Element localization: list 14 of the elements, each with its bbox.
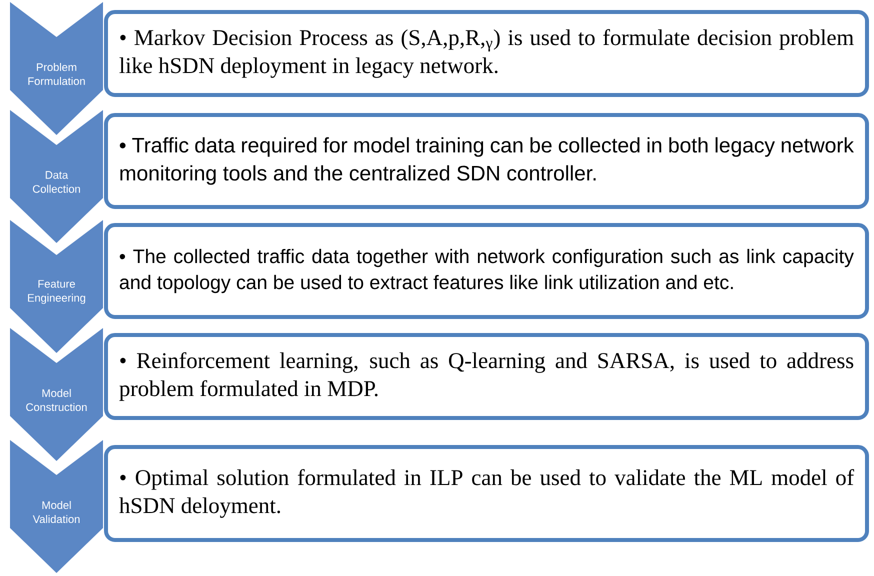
process-step: Feature Engineering [10,220,103,353]
node-label: Feature Engineering [28,280,86,304]
node-label: Problem Formulation [28,62,85,86]
process-step: Data Collection [10,110,103,243]
text-box: • Markov Decision Process as (S,A,p,R,$_{γ}$) is used to formulate decision problem like hSDN deployment in legacy network. [104,10,870,97]
process-step: Problem Formulation [10,2,103,135]
node-label: Model Construction [26,388,87,412]
text-box: • The collected traffic data together with network configuration such as link capacity and topology can be used to extract features like link utilization and etc. [104,223,870,319]
text-box: • Reinforcement learning, such as Q-learning and SARSA, is used to address problem formulated in MDP. [104,333,870,420]
process-step: Model Construction [10,328,103,461]
text-box: • Optimal solution formulated in ILP can be used to validate the ML model of hSDN deloyment. [104,445,870,542]
text-box: • Traffic data required for model training can be collected in both legacy network monitoring tools and the centralized SDN controller. [104,113,870,209]
node-label: Data Collection [32,171,80,193]
process-step: Model Validation [10,440,103,573]
